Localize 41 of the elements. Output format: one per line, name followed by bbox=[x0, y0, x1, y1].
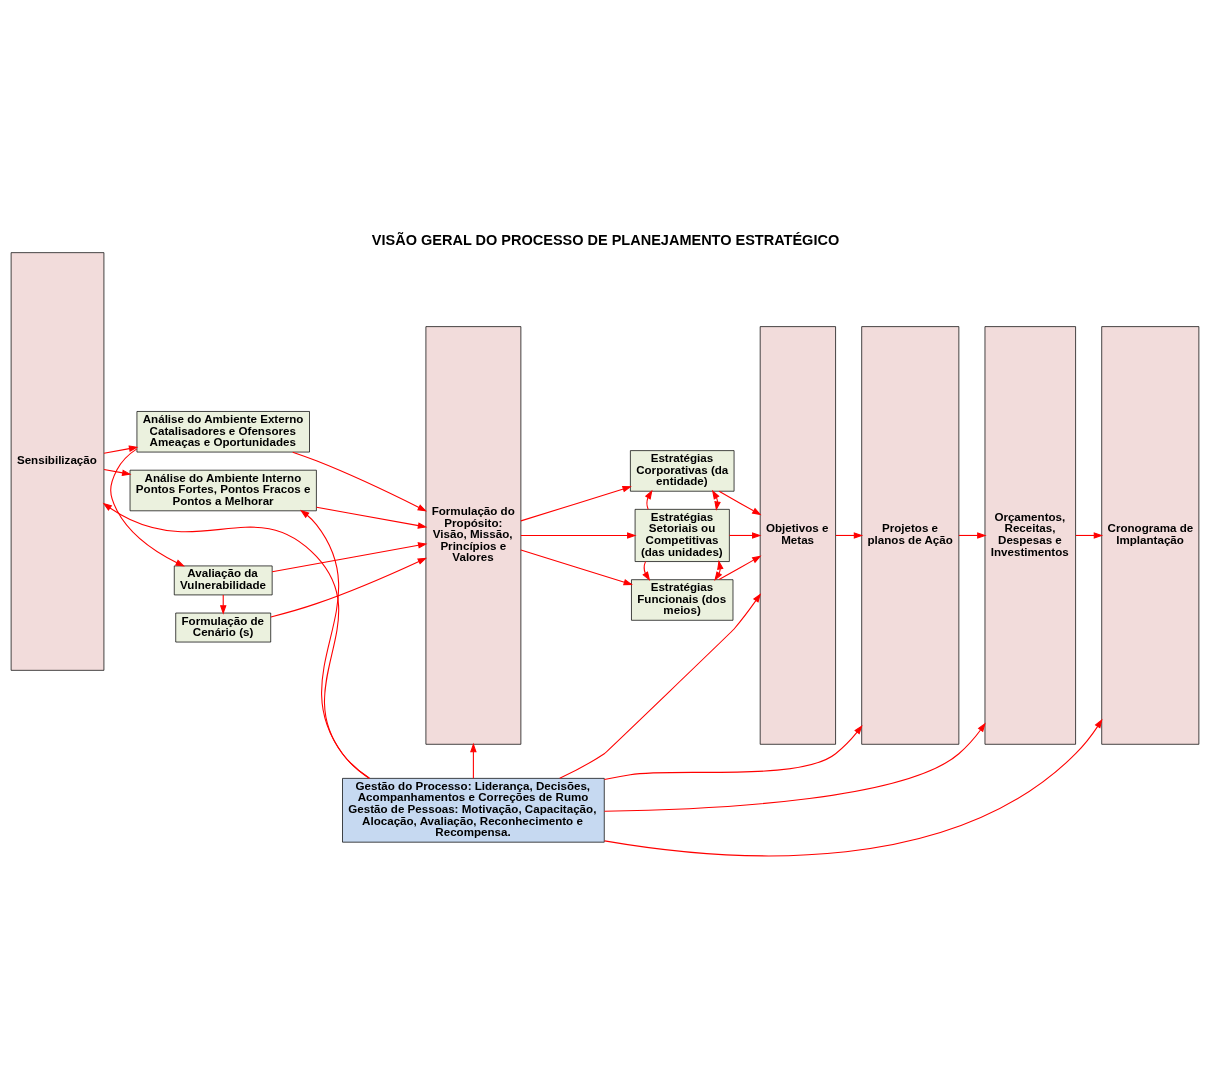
arrow bbox=[718, 490, 762, 515]
diagram-title: VISÃO GERAL DO PROCESSO DE PLANEJAMENTO ESTRATÉGICO bbox=[371, 231, 840, 248]
node-box: Formulação do Propósito: Visão, Missão, Princípios e Valores bbox=[425, 325, 522, 745]
arrow bbox=[110, 447, 185, 567]
arrow bbox=[644, 489, 653, 510]
arrow bbox=[300, 509, 370, 779]
node-box: Avaliação da Vulnerabilidade bbox=[173, 565, 273, 595]
node-box: Análise do Ambiente Externo Catalisadores e Ofensores Ameaças e Oportunidades bbox=[136, 410, 310, 452]
arrow bbox=[520, 485, 632, 521]
arrow bbox=[835, 531, 864, 539]
arrow bbox=[604, 718, 1103, 856]
node-box: Cronograma de Implantação bbox=[1101, 325, 1200, 745]
arrow bbox=[102, 502, 371, 779]
node-box: Orçamentos, Receitas, Despesas e Investimentos bbox=[984, 325, 1076, 745]
arrow bbox=[270, 557, 428, 617]
node-box: Estratégias Corporativas (da entidade) bbox=[630, 449, 735, 492]
arrow bbox=[316, 506, 428, 529]
node-box: Projetos e planos de Ação bbox=[861, 325, 960, 745]
arrow bbox=[559, 592, 762, 779]
arrow bbox=[470, 742, 477, 779]
arrow bbox=[103, 468, 132, 476]
arrow bbox=[292, 451, 428, 512]
arrow bbox=[728, 531, 762, 539]
node-box: Gestão do Processo: Liderança, Decisões, Acompanhamentos e Correções de Rumo Gestão de Pessoas: Motivação, Capacitação, Alocação, Avaliação, Reconhecimento e Recompensa. bbox=[342, 777, 605, 843]
arrow bbox=[958, 531, 987, 539]
node-box: Estratégias Funcionais (dos meios) bbox=[631, 578, 734, 621]
arrow bbox=[714, 559, 724, 581]
arrow bbox=[642, 560, 651, 581]
arrow bbox=[271, 541, 428, 572]
arrow bbox=[520, 531, 637, 539]
arrow bbox=[603, 724, 863, 780]
node-box: Sensibilização bbox=[10, 251, 105, 671]
node-box: Estratégias Setoriais ou Competitivas (das unidades) bbox=[634, 508, 730, 562]
node-box: Formulação de Cenário (s) bbox=[175, 612, 272, 642]
arrow bbox=[718, 555, 762, 580]
arrow bbox=[1075, 531, 1104, 539]
arrow bbox=[603, 722, 986, 812]
arrow bbox=[103, 444, 139, 454]
arrow bbox=[520, 548, 633, 585]
node-box: Objetivos e Metas bbox=[759, 325, 836, 745]
node-box: Análise do Ambiente Interno Pontos Fortes, Pontos Fracos e Pontos a Melhorar bbox=[129, 469, 317, 511]
